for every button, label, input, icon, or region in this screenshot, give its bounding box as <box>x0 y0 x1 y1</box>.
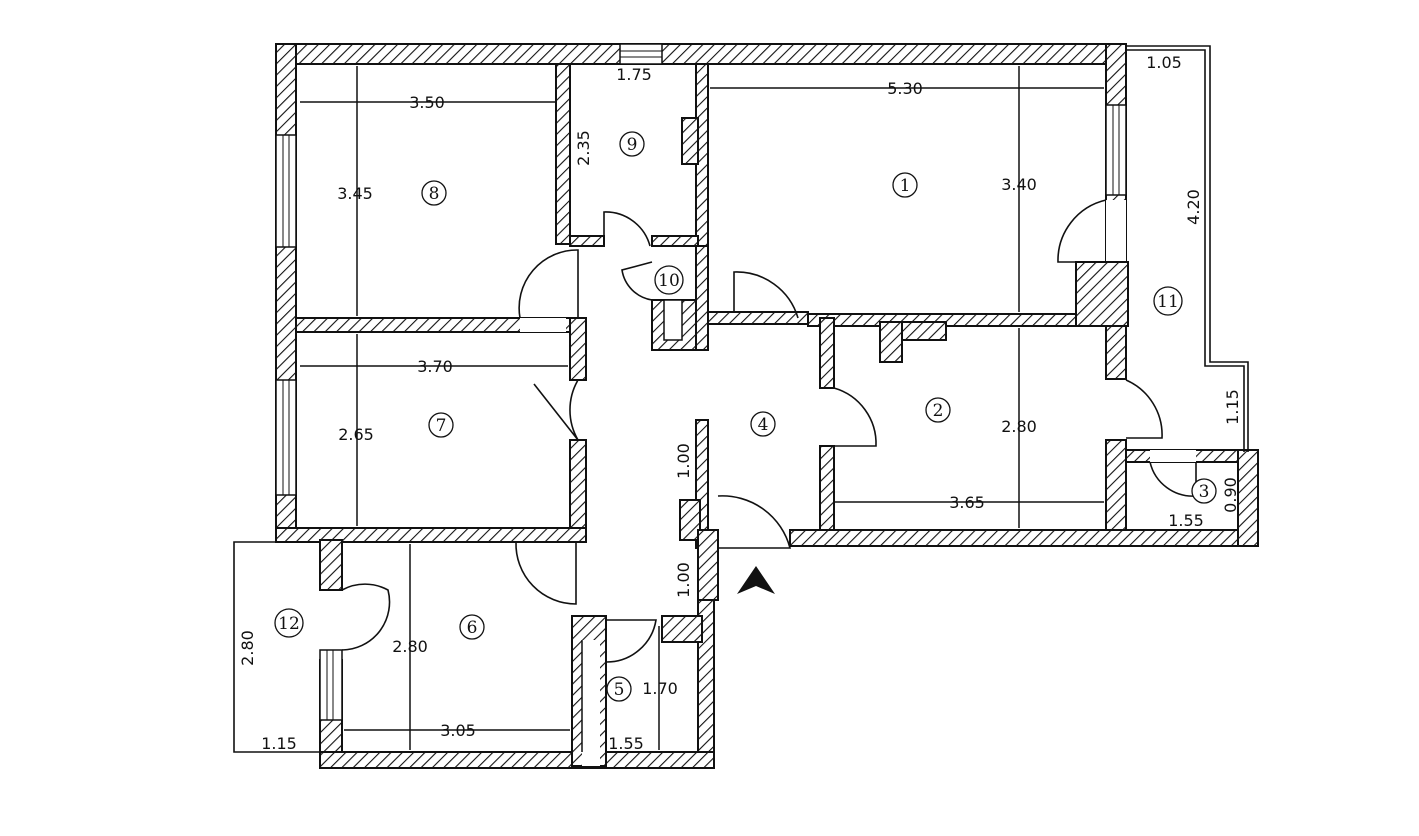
dim-room7-width: 3.70 <box>417 357 453 376</box>
wall-1-bottom <box>807 313 1109 327</box>
wall-8-9 <box>555 63 571 245</box>
wall-2-left-top <box>819 317 835 389</box>
balconies <box>233 45 1249 753</box>
dim-room2-width: 3.65 <box>949 493 985 512</box>
door-room2 <box>833 387 877 447</box>
dim-room9-width: 1.75 <box>616 65 652 84</box>
dim-balcony12-width: 1.15 <box>261 734 297 753</box>
wall-top <box>275 43 1127 65</box>
dimension-labels: 3.50 3.45 1.75 2.35 5.30 3.40 1.05 4.20 … <box>238 53 1242 753</box>
room-number-1: 1 <box>892 172 918 198</box>
room-number-12: 12 <box>274 608 304 638</box>
svg-text:9: 9 <box>627 135 638 155</box>
room-number-7: 7 <box>428 412 454 438</box>
dim-corridor-lower: 1.00 <box>674 562 693 598</box>
wall-1-bottom-left <box>707 311 809 325</box>
balcony-12-outline <box>233 541 320 753</box>
svg-text:10: 10 <box>658 271 680 291</box>
dim-room6-width: 3.05 <box>440 721 476 740</box>
door-room8 <box>518 249 579 319</box>
window-room1 <box>1105 104 1127 196</box>
room-number-9: 9 <box>619 131 645 157</box>
room-number-6: 6 <box>459 614 485 640</box>
wall-9-bottom-left <box>569 235 605 247</box>
window-room9 <box>619 43 663 65</box>
svg-text:4: 4 <box>758 415 769 435</box>
entrance-arrow-icon <box>737 566 775 594</box>
dim-room7-height: 2.65 <box>338 425 374 444</box>
dim-balcony11-height: 4.20 <box>1184 189 1203 225</box>
dim-corridor-upper: 1.00 <box>674 443 693 479</box>
door-room3 <box>1149 461 1197 497</box>
dim-room3-height: 0.90 <box>1221 477 1240 513</box>
dim-room8-width: 3.50 <box>409 93 445 112</box>
wall-corridor-lower <box>697 529 719 601</box>
dim-room1-width: 5.30 <box>887 79 923 98</box>
wall-bottom-left <box>319 751 715 769</box>
room-number-11: 11 <box>1153 286 1183 316</box>
dim-room2-height: 2.80 <box>1001 417 1037 436</box>
dim-room6-height: 2.80 <box>392 637 428 656</box>
dim-room8-height: 3.45 <box>337 184 373 203</box>
svg-text:2: 2 <box>933 401 944 421</box>
svg-text:6: 6 <box>467 618 478 638</box>
door-room10 <box>621 261 653 301</box>
door-entrance <box>717 495 792 549</box>
door-balcony12 <box>341 583 391 651</box>
wall-2-right <box>1105 439 1127 537</box>
svg-text:8: 8 <box>429 184 440 204</box>
dim-room5-width: 1.55 <box>608 734 644 753</box>
room-number-8: 8 <box>421 180 447 206</box>
door-room1 <box>733 271 799 319</box>
window-room7 <box>275 379 297 496</box>
svg-text:1: 1 <box>900 176 911 196</box>
wall-3-right <box>1237 449 1259 547</box>
wall-5-top-right <box>661 615 703 643</box>
wall-6-left-top <box>319 539 343 591</box>
wall-7-bottom <box>275 527 587 543</box>
dim-room9-height: 2.35 <box>574 130 593 166</box>
room-number-3: 3 <box>1191 478 1217 504</box>
dim-room5-height: 1.70 <box>642 679 678 698</box>
wall-10-right <box>695 245 709 351</box>
wall-bottom-right <box>789 529 1259 547</box>
wall-corridor-step <box>679 499 701 541</box>
wall-2-left-bottom <box>819 445 835 539</box>
balcony-11-outline <box>1126 45 1249 452</box>
dim-balcony11-lower: 1.15 <box>1223 389 1242 425</box>
room-number-5: 5 <box>606 676 632 702</box>
dim-balcony11-top: 1.05 <box>1146 53 1182 72</box>
svg-text:11: 11 <box>1157 292 1179 312</box>
room-number-4: 4 <box>750 411 776 437</box>
wall-2-niche-b <box>901 321 947 341</box>
room-numbers: 1 2 3 4 5 6 7 8 <box>274 131 1217 702</box>
door-balcony11 <box>1057 199 1107 263</box>
svg-text:3: 3 <box>1199 482 1210 502</box>
svg-text:12: 12 <box>278 614 300 634</box>
door-room6 <box>515 541 577 605</box>
window-room12 <box>319 649 343 721</box>
door-room9 <box>603 211 651 247</box>
room-number-10: 10 <box>654 265 684 295</box>
wall-9-niche <box>681 117 699 165</box>
wall-7-right-bottom <box>569 439 587 531</box>
dimension-lines <box>300 66 1104 750</box>
door-room5 <box>605 619 657 663</box>
walls <box>275 43 1259 769</box>
wall-1-corner <box>1075 261 1129 327</box>
room-number-2: 2 <box>925 397 951 423</box>
wall-2-niche-a <box>879 321 903 363</box>
window-room8 <box>275 134 297 248</box>
wall-9-bottom-right <box>651 235 699 247</box>
svg-text:5: 5 <box>614 680 625 700</box>
door-room7 <box>533 379 579 441</box>
dim-balcony12-height: 2.80 <box>238 630 257 666</box>
wall-7-right-top <box>569 317 587 381</box>
dim-room3-width: 1.55 <box>1168 511 1204 530</box>
door-room2-balcony <box>1125 379 1163 439</box>
svg-text:7: 7 <box>436 416 447 436</box>
dim-room1-height: 3.40 <box>1001 175 1037 194</box>
